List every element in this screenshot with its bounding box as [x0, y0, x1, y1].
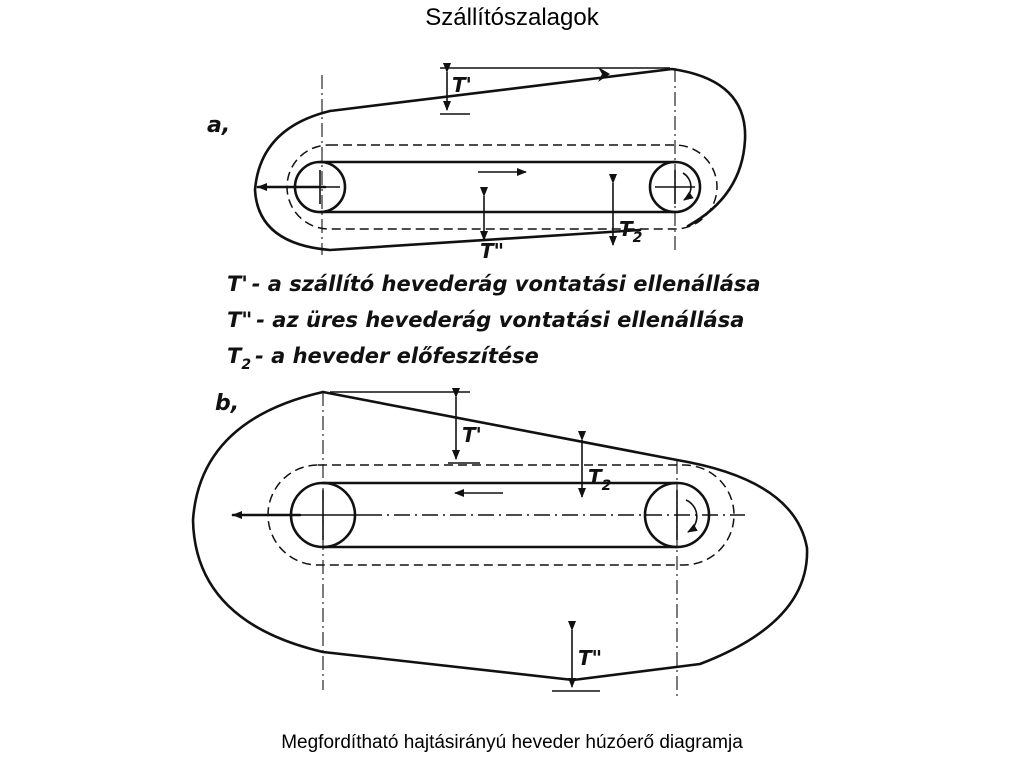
slide-title: Szállítószalagok	[425, 4, 599, 31]
diagram-a-dashed-outline	[286, 144, 718, 230]
diagram-a-envelope-arrow	[598, 67, 610, 82]
diagram-a-label: a,	[207, 113, 230, 138]
diagram-b-label: b,	[215, 391, 239, 416]
diagram-a-t2-label: T2	[619, 217, 642, 246]
legend: T'- a szállító hevederág vontatási ellen…	[227, 272, 761, 373]
diagram-b: b, T' T2 T"	[191, 388, 809, 700]
diagram-a-rotation-arrow	[682, 172, 694, 201]
diagram-b-tdouble-label: T"	[578, 646, 602, 670]
legend-item-tprime: T'- a szállító hevederág vontatási ellen…	[227, 272, 761, 296]
diagram-b-tension-envelope	[191, 390, 809, 682]
diagram-b-t2-label: T2	[588, 465, 611, 494]
legend-item-t2: T2- a heveder előfeszítése	[227, 344, 539, 373]
diagram-b-tprime-label: T'	[462, 423, 482, 447]
slide-caption: Megfordítható hajtásirányú heveder húzóe…	[281, 732, 743, 753]
legend-item-tdouble: T"- az üres hevederág vontatási ellenáll…	[227, 308, 744, 332]
diagram-b-rotation-arrow	[685, 499, 698, 533]
diagram-a: a, T' T" T2	[207, 63, 747, 263]
diagram-a-tprime-label: T'	[452, 73, 472, 97]
diagram-a-tension-envelope	[253, 67, 747, 252]
diagram-a-tdouble-label: T"	[480, 239, 504, 263]
diagram-a-pulley-right	[648, 160, 702, 214]
